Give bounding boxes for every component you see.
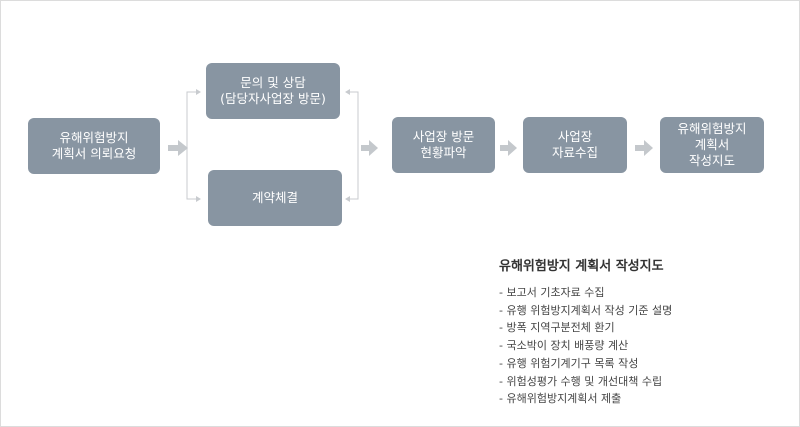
step-survey: 사업장 방문 현황파악 — [392, 117, 495, 173]
step-guide-line-1: 유해위험방지 — [677, 121, 747, 136]
step-request: 유해위험방지 계획서 의뢰요청 — [28, 118, 160, 174]
arrowhead-from-contract — [345, 196, 350, 202]
arrowhead-to-contract — [196, 196, 201, 202]
step-consult-line-1: 문의 및 상담 — [240, 75, 306, 90]
arrow-collect-to-guide — [635, 140, 653, 156]
list-item: - 국소박이 장치 배풍량 계산 — [499, 339, 629, 353]
step-request-line-2: 계획서 의뢰요청 — [51, 146, 137, 161]
list-item: - 보고서 기초자료 수집 — [499, 286, 605, 299]
arrow-start-to-branch — [168, 140, 188, 156]
step-survey-line-1: 사업장 방문 — [412, 129, 475, 144]
step-guide-line-2: 계획서 — [694, 137, 730, 152]
guide-detail-list: - 보고서 기초자료 수집 - 유행 위험방지계획서 작성 기준 설명 - 방폭… — [499, 284, 672, 408]
arrowhead-from-consult — [345, 89, 350, 95]
step-collect: 사업장 자료수집 — [523, 117, 627, 173]
bracket-right — [350, 91, 359, 200]
list-item: - 유행 위험방지계획서 작성 기준 설명 — [499, 303, 673, 317]
list-item: - 유행 위험기계기구 목록 작성 — [499, 356, 639, 370]
step-request-line-1: 유해위험방지 — [59, 130, 129, 145]
step-survey-line-2: 현황파악 — [420, 145, 467, 160]
list-item: - 유해위험방지계획서 제출 — [499, 392, 622, 406]
list-item: - 위험성평가 수행 및 개선대책 수립 — [499, 374, 663, 388]
arrowhead-to-consult — [196, 89, 201, 95]
step-collect-line-1: 사업장 — [557, 129, 593, 144]
list-item: - 방폭 지역구분전체 환기 — [499, 321, 615, 335]
step-guide: 유해위험방지 계획서 작성지도 — [660, 117, 764, 173]
step-guide-line-3: 작성지도 — [688, 153, 735, 168]
arrow-branch-to-survey — [361, 140, 378, 156]
step-consult: 문의 및 상담 (담당자사업장 방문) — [206, 63, 340, 119]
step-collect-line-2: 자료수집 — [551, 145, 598, 160]
guide-detail-title: 유해위험방지 계획서 작성지도 — [499, 259, 664, 274]
bracket-left — [186, 91, 196, 200]
step-consult-line-2: (담당자사업장 방문) — [220, 91, 326, 106]
step-contract-line-1: 계약체결 — [251, 190, 298, 205]
step-contract: 계약체결 — [208, 170, 342, 226]
arrow-survey-to-collect — [500, 140, 517, 156]
